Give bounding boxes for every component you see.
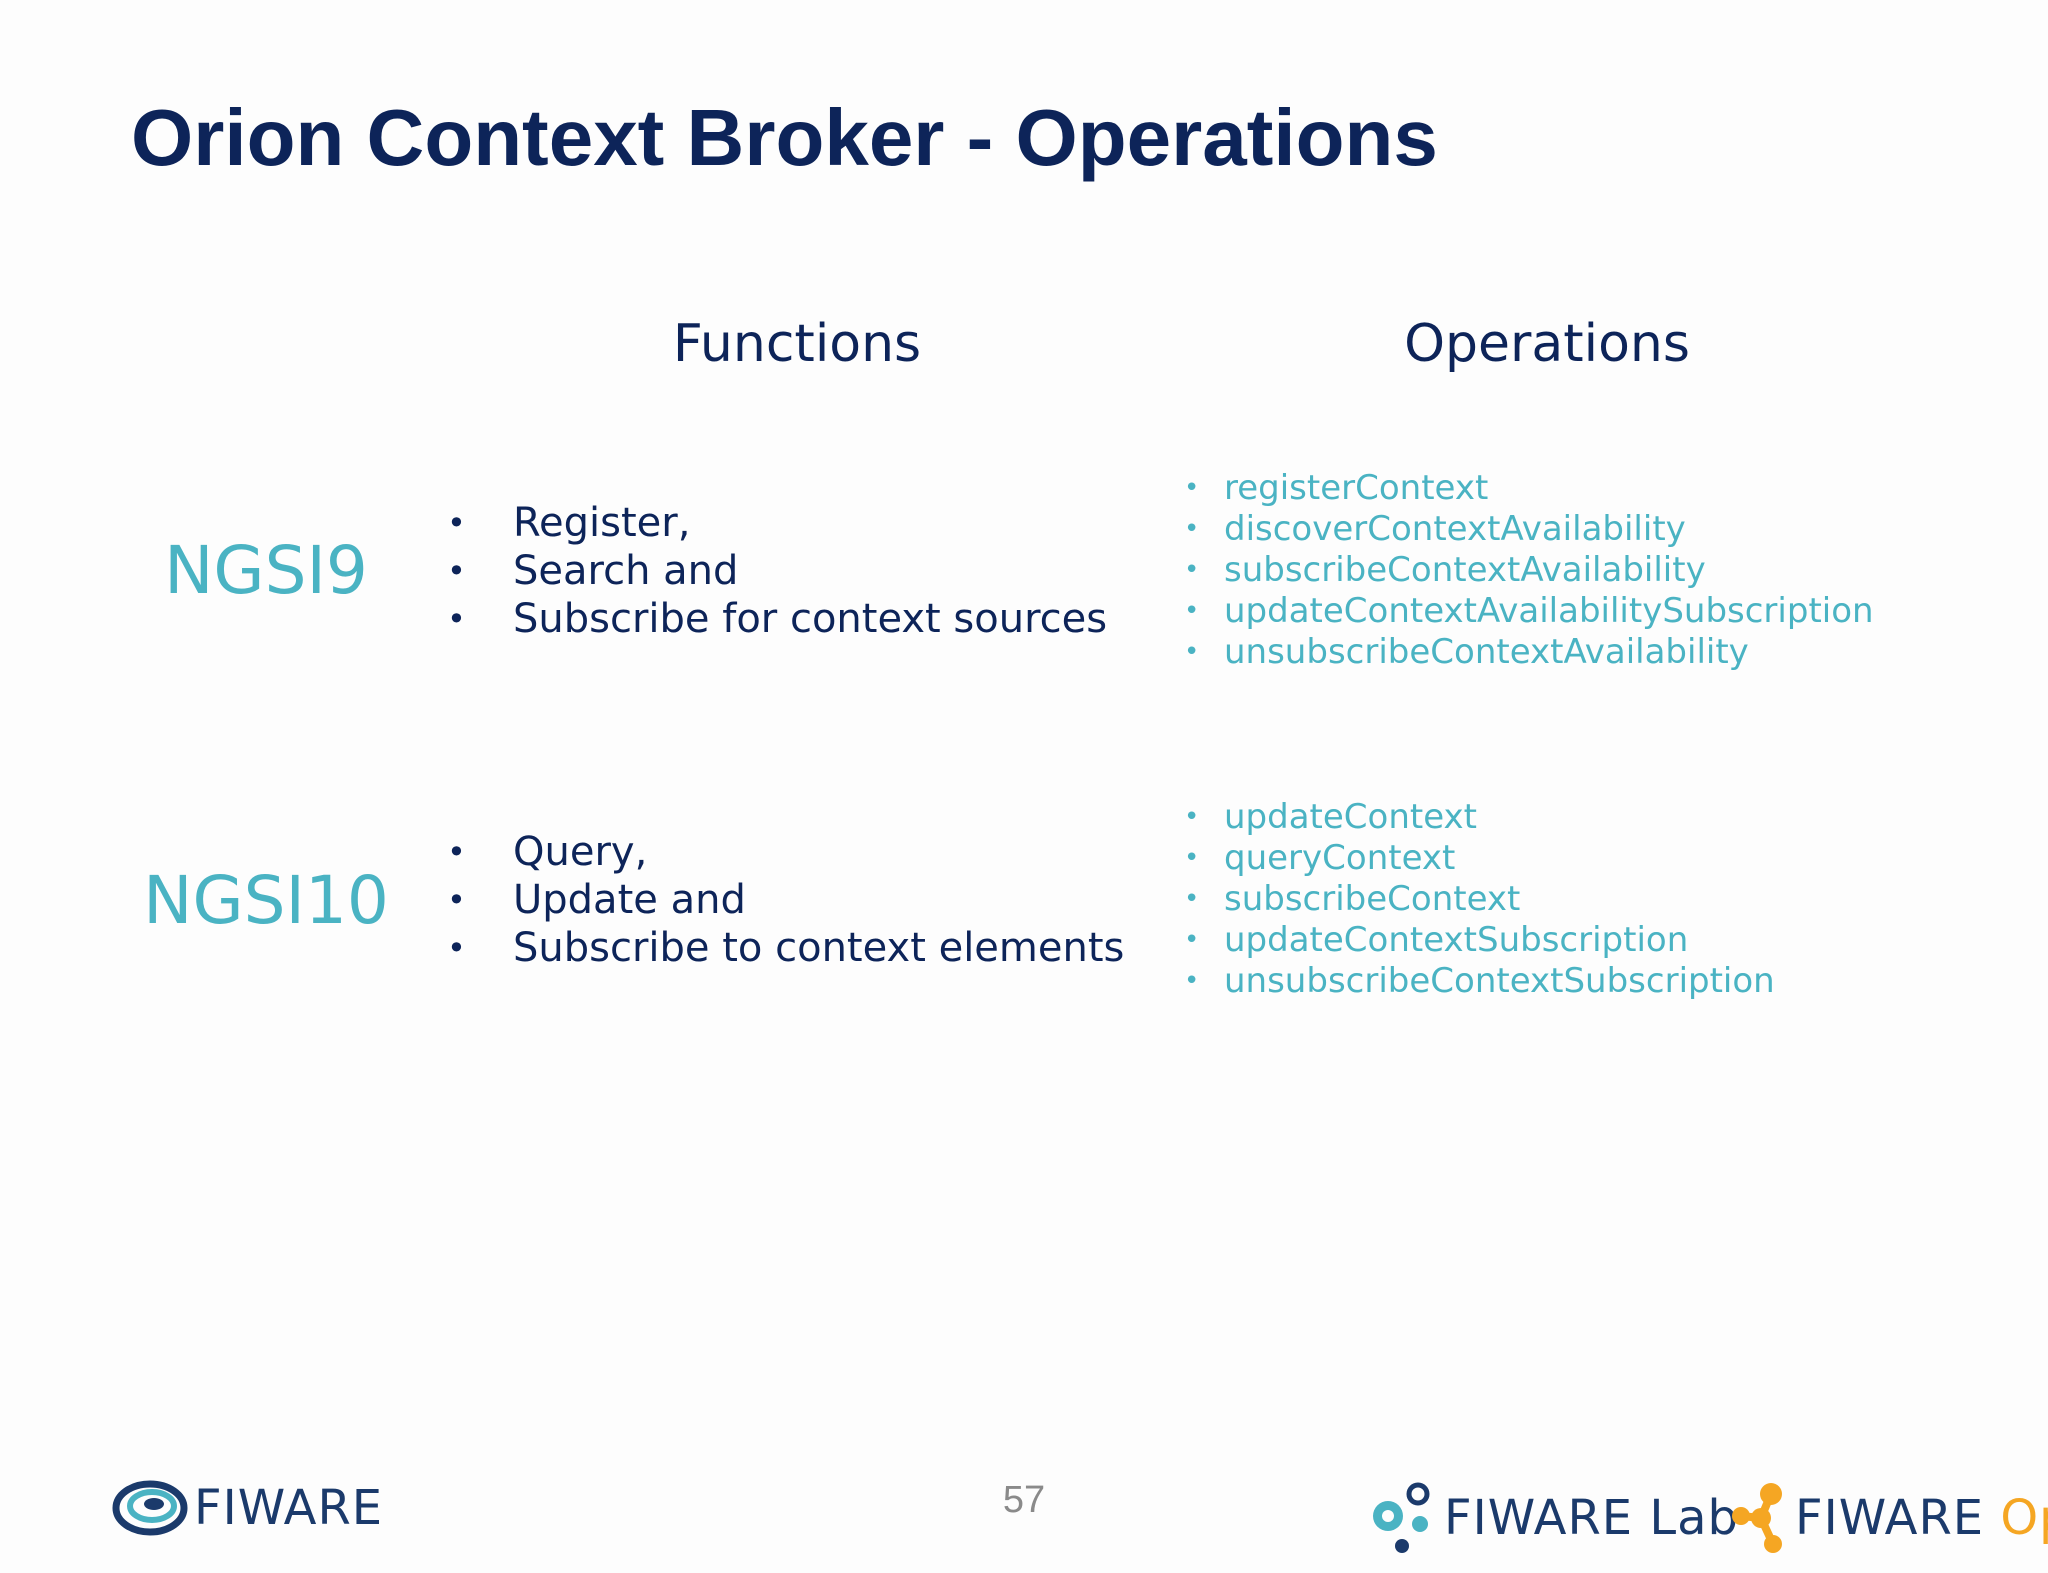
operations-header: Operations: [1404, 314, 1690, 374]
bullet-icon: •: [1184, 637, 1200, 667]
bullet-icon: •: [1184, 966, 1200, 996]
list-item: • Update and: [440, 876, 1124, 924]
bullet-icon: •: [1184, 514, 1200, 544]
fiware-ops-logo: FIWARE Ops: [1729, 1480, 2048, 1556]
fiware-ops-brand: FIWARE: [1795, 1490, 1985, 1546]
list-item: • subscribeContext: [1182, 879, 1775, 920]
bullet-icon: •: [1184, 802, 1200, 832]
list-item: • Search and: [440, 547, 1107, 595]
list-item: • Subscribe to context elements: [440, 924, 1124, 972]
function-text: Search and: [513, 548, 739, 594]
operation-text: registerContext: [1224, 468, 1489, 508]
operation-text: subscribeContext: [1224, 879, 1521, 919]
function-text: Subscribe for context sources: [513, 596, 1108, 642]
bullet-icon: •: [447, 881, 466, 919]
fiware-lab-icon: [1366, 1480, 1436, 1556]
fiware-ops-suffix: Ops: [2000, 1490, 2048, 1546]
list-item: • unsubscribeContextAvailability: [1182, 632, 1874, 673]
ngsi10-label: NGSI10: [143, 862, 389, 939]
bullet-icon: •: [447, 833, 466, 871]
list-item: • updateContextAvailabilitySubscription: [1182, 591, 1874, 632]
ngsi10-functions-list: • Query, • Update and • Subscribe to contex…: [440, 828, 1124, 972]
bullet-icon: •: [447, 929, 466, 967]
slide-title: Orion Context Broker - Operations: [131, 93, 1438, 182]
list-item: • discoverContextAvailability: [1182, 509, 1874, 550]
list-item: • Query,: [440, 828, 1124, 876]
fiware-logo: FIWARE: [112, 1478, 383, 1538]
bullet-icon: •: [447, 504, 466, 542]
operation-text: unsubscribeContextSubscription: [1224, 961, 1775, 1001]
function-text: Update and: [513, 877, 746, 923]
fiware-lab-brand: FIWARE: [1444, 1490, 1634, 1546]
bullet-icon: •: [1184, 884, 1200, 914]
ngsi10-operations-list: • updateContext • queryContext • subscribeC…: [1182, 797, 1775, 1002]
fiware-swirl-icon: [112, 1478, 188, 1538]
function-text: Query,: [513, 829, 648, 875]
operation-text: discoverContextAvailability: [1224, 509, 1686, 549]
function-text: Register,: [513, 500, 691, 546]
ngsi9-label: NGSI9: [164, 532, 368, 609]
fiware-logo-text: FIWARE: [194, 1480, 384, 1536]
operation-text: queryContext: [1224, 838, 1456, 878]
list-item: • unsubscribeContextSubscription: [1182, 961, 1775, 1002]
fiware-lab-logo-text: FIWARE Lab: [1444, 1490, 1739, 1546]
bullet-icon: •: [447, 552, 466, 590]
list-item: • subscribeContextAvailability: [1182, 550, 1874, 591]
list-item: • registerContext: [1182, 468, 1874, 509]
operation-text: unsubscribeContextAvailability: [1224, 632, 1749, 672]
bullet-icon: •: [1184, 596, 1200, 626]
bullet-icon: •: [1184, 925, 1200, 955]
page-number: 57: [1002, 1479, 1046, 1521]
fiware-lab-suffix: Lab: [1649, 1490, 1740, 1546]
bullet-icon: •: [1184, 473, 1200, 503]
list-item: • updateContext: [1182, 797, 1775, 838]
bullet-icon: •: [447, 600, 466, 638]
list-item: • queryContext: [1182, 838, 1775, 879]
fiware-ops-logo-text: FIWARE Ops: [1795, 1490, 2048, 1546]
functions-header: Functions: [672, 314, 922, 374]
ngsi9-operations-list: • registerContext • discoverContextAvailab…: [1182, 468, 1874, 673]
function-text: Subscribe to context elements: [513, 925, 1125, 971]
list-item: • updateContextSubscription: [1182, 920, 1775, 961]
operation-text: updateContext: [1224, 797, 1477, 837]
operation-text: subscribeContextAvailability: [1224, 550, 1706, 590]
fiware-ops-icon: [1729, 1480, 1787, 1556]
list-item: • Subscribe for context sources: [440, 595, 1107, 643]
operation-text: updateContextAvailabilitySubscription: [1224, 591, 1874, 631]
bullet-icon: •: [1184, 843, 1200, 873]
ngsi9-functions-list: • Register, • Search and • Subscribe for co…: [440, 499, 1107, 643]
list-item: • Register,: [440, 499, 1107, 547]
fiware-lab-logo: FIWARE Lab: [1366, 1480, 1739, 1556]
bullet-icon: •: [1184, 555, 1200, 585]
operation-text: updateContextSubscription: [1224, 920, 1689, 960]
